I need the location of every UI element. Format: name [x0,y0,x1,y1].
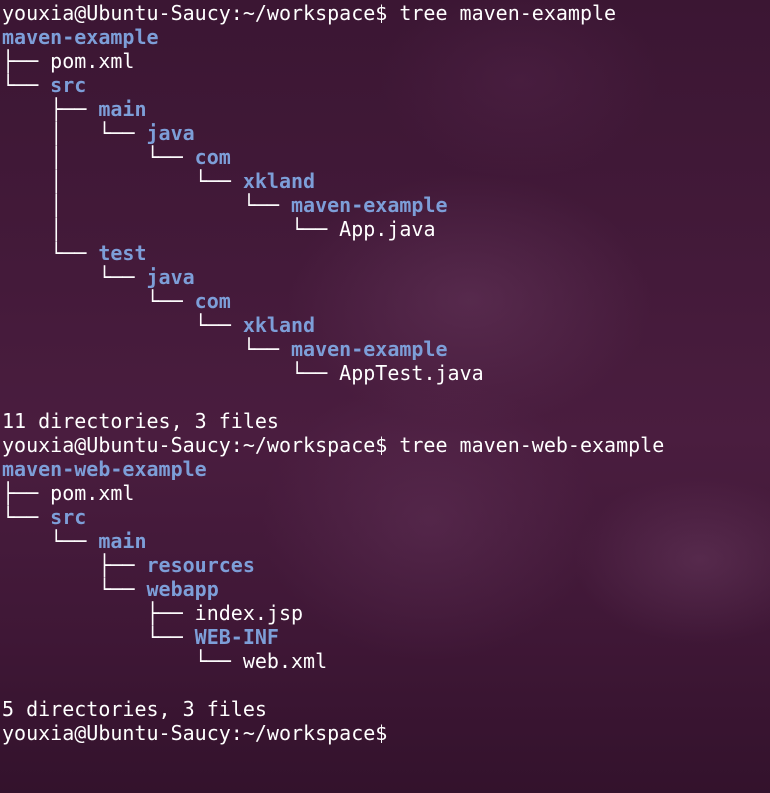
directory-name: webapp [146,577,219,601]
tree-branch: ├── [2,601,195,625]
terminal-output[interactable]: youxia@Ubuntu-Saucy:~/workspace$ tree ma… [2,1,664,745]
directory-name: xkland [242,313,316,337]
summary-line: 11 directories, 3 files [2,409,279,433]
tree-entry: └── web.xml [2,649,664,673]
tree-branch: ├── [2,481,51,505]
shell-prompt: youxia@Ubuntu-Saucy:~/workspace$ [2,721,388,745]
directory-name: xkland [242,169,316,193]
directory-name: com [194,145,231,169]
tree-entry: └── maven-example [2,337,664,361]
command-text: tree maven-web-example [387,433,665,457]
tree-entry: └── webapp [2,577,664,601]
prompt-line: youxia@Ubuntu-Saucy:~/workspace$ tree ma… [2,1,664,25]
tree-entry: │ └── com [2,145,664,169]
tree-branch: └── [2,265,147,289]
tree-entry: ├── resources [2,553,664,577]
directory-name: maven-example [2,25,159,49]
tree-branch: └── [2,313,243,337]
tree-branch: └── [2,73,51,97]
tree-entry: │ └── App.java [2,217,664,241]
directory-name: src [50,73,87,97]
tree-branch: └── [2,529,99,553]
tree-entry: └── test [2,241,664,265]
directory-name: resources [146,553,255,577]
tree-branch: ├── [2,553,147,577]
tree-entry: │ └── java [2,121,664,145]
tree-branch: └── [2,649,243,673]
command-text: tree maven-example [387,1,617,25]
tree-entry: └── AppTest.java [2,361,664,385]
tree-branch: └── [2,289,195,313]
tree-entry: └── java [2,265,664,289]
tree-entry: ├── index.jsp [2,601,664,625]
file-name: pom.xml [50,49,135,73]
tree-branch: └── [2,625,195,649]
file-name: index.jsp [194,601,304,625]
file-name: pom.xml [50,481,135,505]
tree-branch: │ └── [2,121,147,145]
directory-name: java [146,121,195,145]
tree-branch: │ └── [2,169,243,193]
shell-prompt: youxia@Ubuntu-Saucy:~/workspace$ [2,433,388,457]
directory-name: maven-web-example [2,457,207,481]
tree-branch: │ └── [2,193,291,217]
blank-line [2,385,664,409]
blank-line [2,673,664,697]
tree-entry: ├── main [2,97,664,121]
tree-entry: └── com [2,289,664,313]
tree-entry: └── WEB-INF [2,625,664,649]
shell-prompt: youxia@Ubuntu-Saucy:~/workspace$ [2,1,388,25]
prompt-line: youxia@Ubuntu-Saucy:~/workspace$ tree ma… [2,433,664,457]
tree-entry: └── src [2,73,664,97]
tree-branch: │ └── [2,145,195,169]
tree-entry: │ └── xkland [2,169,664,193]
directory-name: test [98,241,147,265]
tree-branch: ├── [2,49,51,73]
file-name: App.java [339,217,436,241]
directory-name: src [50,505,87,529]
tree-branch: └── [2,577,147,601]
tree-branch: └── [2,505,51,529]
tree-entry: └── main [2,529,664,553]
directory-name: maven-example [290,193,448,217]
tree-branch: ├── [2,97,99,121]
tree-branch: └── [2,337,291,361]
tree-entry: ├── pom.xml [2,49,664,73]
directory-name: com [194,289,231,313]
directory-name: maven-example [290,337,448,361]
directory-name: main [98,97,147,121]
tree-entry: ├── pom.xml [2,481,664,505]
tree-entry: │ └── maven-example [2,193,664,217]
directory-name: WEB-INF [194,625,279,649]
directory-name: java [146,265,195,289]
file-name: web.xml [242,649,328,673]
tree-entry: maven-example [2,25,664,49]
tree-entry: └── xkland [2,313,664,337]
file-name: AppTest.java [339,361,484,385]
tree-branch: └── [2,361,340,385]
tree-entry: maven-web-example [2,457,664,481]
directory-name: main [98,529,147,553]
tree-branch: │ └── [2,217,340,241]
prompt-line: youxia@Ubuntu-Saucy:~/workspace$ [2,721,664,745]
tree-branch: └── [2,241,99,265]
tree-entry: └── src [2,505,664,529]
summary-line: 5 directories, 3 files [2,697,267,721]
